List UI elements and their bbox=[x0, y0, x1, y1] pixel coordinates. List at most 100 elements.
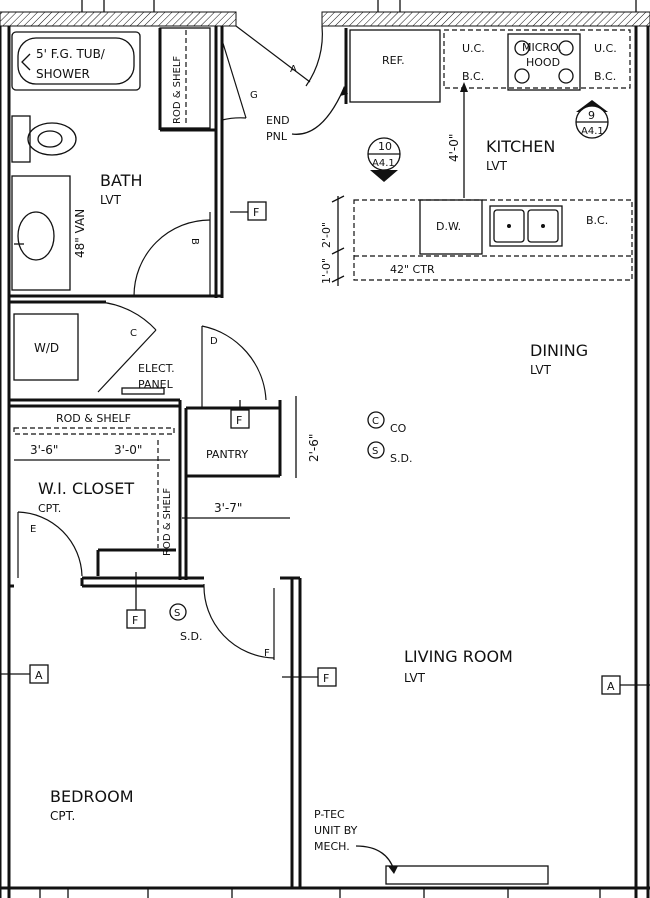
range-burner-1 bbox=[514, 40, 530, 56]
uc-right: U.C. bbox=[594, 42, 617, 55]
marker-f-1: F bbox=[230, 201, 267, 221]
top-wall-right bbox=[321, 11, 650, 27]
counter-dim-tick2 bbox=[331, 247, 345, 255]
closet-door-e-tag: E bbox=[30, 524, 36, 535]
bath-shelf-nook bbox=[159, 27, 211, 129]
elect-line1: ELECT. bbox=[138, 362, 175, 375]
bath-room-finish: LVT bbox=[100, 193, 122, 207]
smoke-detector-icon bbox=[367, 441, 385, 459]
laundry-door-c-leaf bbox=[97, 329, 157, 393]
range-burner-4 bbox=[558, 68, 574, 84]
dining-room-finish: LVT bbox=[530, 363, 552, 377]
marker-f-2-text: F bbox=[236, 414, 242, 427]
bath-room-name: BATH bbox=[100, 171, 142, 190]
bc-right: B.C. bbox=[594, 70, 616, 83]
elect-panel bbox=[121, 387, 165, 395]
pantry-door-d-swing bbox=[201, 325, 267, 401]
door-g-tag: G bbox=[250, 90, 258, 101]
range bbox=[507, 33, 581, 91]
tub-drain-arrow bbox=[21, 53, 31, 71]
marker-f-3: F bbox=[126, 572, 146, 629]
section-a-right-text: A bbox=[607, 680, 615, 693]
pantry-label: PANTRY bbox=[206, 448, 248, 461]
callout-9-sheet: A4.1 bbox=[581, 126, 604, 137]
toilet-tank bbox=[11, 115, 31, 163]
pantry-w-text: 3'-7" bbox=[214, 501, 242, 515]
door-g-leaf bbox=[221, 39, 247, 119]
wd-label: W/D bbox=[34, 341, 59, 355]
ptec-unit bbox=[385, 865, 549, 885]
laundry-door-c-tag: C bbox=[130, 328, 137, 339]
closet-room-finish: CPT. bbox=[38, 502, 61, 515]
counter-label: 42" CTR bbox=[390, 263, 435, 276]
door-a-leaf bbox=[235, 25, 311, 83]
counter-dim-tick3 bbox=[331, 275, 345, 283]
bedroom-room-finish: CPT. bbox=[50, 809, 75, 823]
callout-10-number: 10 bbox=[378, 140, 392, 153]
bedroom-sd-icon bbox=[169, 603, 187, 621]
callout-9-number: 9 bbox=[588, 109, 595, 122]
tub-basin bbox=[17, 37, 135, 85]
sink bbox=[489, 205, 563, 247]
micro-line2: HOOD bbox=[526, 56, 560, 69]
door-g-swing bbox=[221, 117, 247, 121]
kitchen-room-name: KITCHEN bbox=[486, 137, 555, 156]
uc-left: U.C. bbox=[462, 42, 485, 55]
micro-line1: MICRO. bbox=[522, 41, 562, 54]
kitchen-depth-text: 4'-0" bbox=[447, 134, 461, 162]
top-wall-left bbox=[0, 11, 237, 27]
counter-island bbox=[353, 199, 633, 281]
bedroom-door-f-tag: F bbox=[264, 648, 270, 659]
kitchen-depth-arrow-top bbox=[460, 82, 468, 92]
co-glyph: C bbox=[372, 416, 379, 427]
marker-f-1-text: F bbox=[253, 206, 259, 219]
vanity-sink bbox=[17, 211, 55, 261]
vanity bbox=[11, 175, 71, 291]
tub-label-line2: SHOWER bbox=[36, 67, 90, 81]
sd-label: S.D. bbox=[390, 452, 412, 465]
ptec-line1: P-TEC bbox=[314, 808, 345, 821]
bedroom-sd-label: S.D. bbox=[180, 630, 202, 643]
tub-label-line1: 5' F.G. TUB/ bbox=[36, 47, 106, 61]
callout-10-sheet: A4.1 bbox=[372, 158, 395, 169]
range-burner-3 bbox=[514, 68, 530, 84]
end-pnl-leader bbox=[291, 87, 345, 135]
vanity-label: 48" VAN bbox=[73, 209, 87, 258]
door-a-swing bbox=[305, 25, 323, 87]
callout-10-arrow bbox=[370, 170, 398, 182]
refrigerator bbox=[349, 29, 441, 103]
door-a-tag: A bbox=[290, 64, 297, 75]
laundry-door-c-swing bbox=[99, 301, 157, 331]
pantry-door-d-tag: D bbox=[210, 336, 218, 347]
section-a-left-text: A bbox=[35, 669, 43, 682]
closet-door-e-swing bbox=[17, 511, 83, 577]
ptec-arrow bbox=[388, 866, 398, 874]
co-label: CO bbox=[390, 422, 407, 435]
ptec-line2: UNIT BY bbox=[314, 824, 358, 837]
counter-dim-tick1 bbox=[331, 195, 345, 203]
rod-shelf-closet-side: ROD & SHELF bbox=[162, 488, 173, 556]
rod-shelf-closet-top: ROD & SHELF bbox=[56, 412, 131, 425]
closet-dim-b: 3'-0" bbox=[114, 443, 142, 457]
toilet-seat bbox=[37, 130, 63, 148]
bc-left: B.C. bbox=[462, 70, 484, 83]
co-detector-icon bbox=[367, 411, 385, 429]
dw-label: D.W. bbox=[436, 220, 461, 233]
closet-room-name: W.I. CLOSET bbox=[38, 479, 134, 498]
washer-dryer bbox=[13, 313, 79, 381]
sink-basin-2 bbox=[527, 209, 559, 243]
living-room-name: LIVING ROOM bbox=[404, 647, 513, 666]
ref-label: REF. bbox=[382, 54, 405, 67]
counter-dim-b: 1'-0" bbox=[320, 258, 333, 284]
upper-cabinets bbox=[443, 29, 631, 89]
rod-shelf-bath: ROD & SHELF bbox=[172, 56, 183, 124]
living-room-finish: LVT bbox=[404, 671, 426, 685]
sink-drain-1 bbox=[507, 224, 511, 228]
pantry-h-text: 2'-6" bbox=[307, 434, 321, 462]
end-pnl-line2: PNL bbox=[266, 130, 288, 143]
bedroom-sd-glyph: S bbox=[174, 608, 180, 619]
marker-f-2: F bbox=[230, 400, 250, 429]
bedroom-door-f-swing bbox=[203, 583, 275, 659]
closet-dim-a: 3'-6" bbox=[30, 443, 58, 457]
